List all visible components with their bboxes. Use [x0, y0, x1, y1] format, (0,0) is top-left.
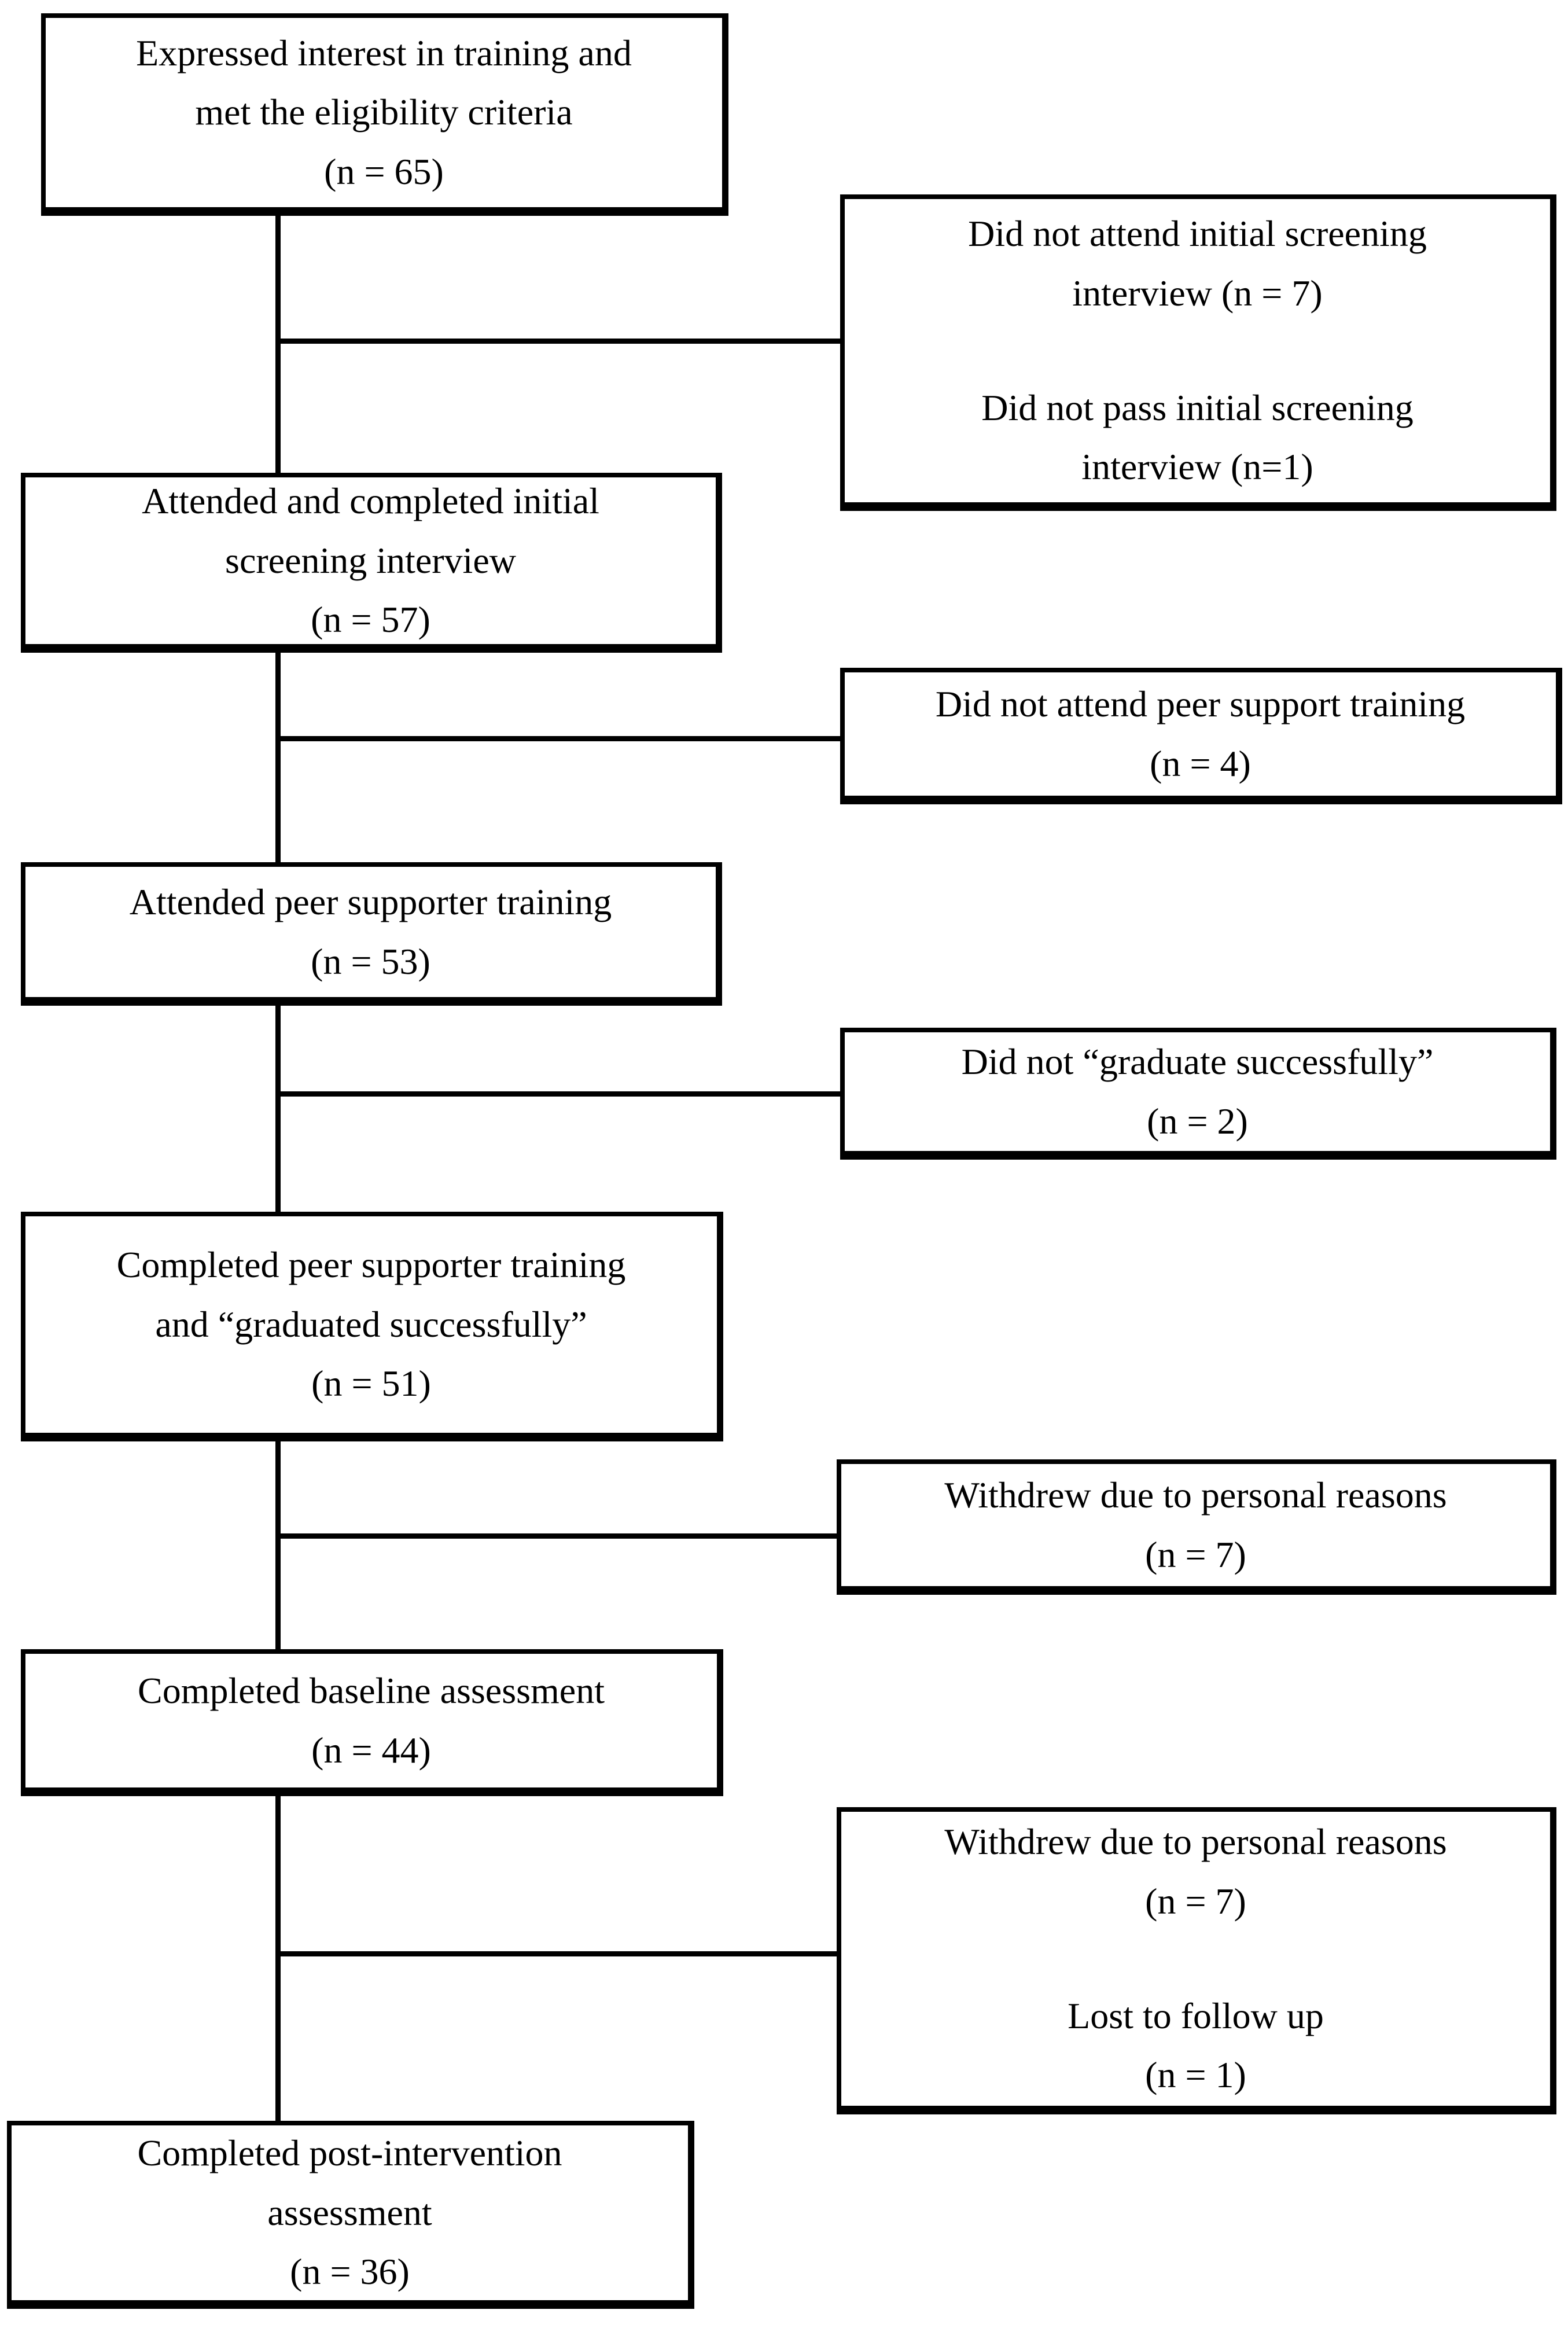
- box-text-line: (n = 36): [290, 2251, 410, 2293]
- box-baseline-assessment: Completed baseline assessment (n = 44): [21, 1649, 723, 1796]
- box-text-line: (n = 7): [1145, 1880, 1246, 1922]
- box-text-line: Withdrew due to personal reasons: [944, 1474, 1447, 1516]
- connector-h3: [275, 1091, 840, 1097]
- box-completed-training: Completed peer supporter training and “g…: [21, 1212, 723, 1441]
- box-paragraph: Lost to follow up (n = 1): [1068, 1987, 1324, 2105]
- box-text-line: (n = 44): [311, 1729, 431, 1771]
- box-text-line: Did not attend initial screening: [968, 213, 1427, 255]
- box-text-line: Did not “graduate successfully”: [961, 1041, 1434, 1083]
- connector-h1: [275, 339, 840, 344]
- connector-v2: [275, 650, 281, 865]
- box-text-line: (n = 65): [324, 150, 444, 192]
- box-text-line: (n = 57): [311, 599, 430, 641]
- box-expressed-interest: Expressed interest in training and met t…: [41, 13, 728, 216]
- box-text-line: Lost to follow up: [1068, 1995, 1324, 2036]
- box-paragraph: Attended peer supporter training (n = 53…: [130, 873, 612, 991]
- box-text-line: (n = 1): [1145, 2054, 1246, 2096]
- box-paragraph: Withdrew due to personal reasons (n = 7): [944, 1466, 1446, 1584]
- box-text-line: (n = 7): [1145, 1533, 1246, 1575]
- box-text-line: screening interview: [225, 539, 516, 581]
- box-text-line: Completed baseline assessment: [138, 1670, 605, 1712]
- box-text-line: met the eligibility criteria: [195, 91, 573, 133]
- connector-v3: [275, 1003, 281, 1214]
- box-text-line: interview (n = 7): [1072, 272, 1323, 314]
- box-text-line: Attended peer supporter training: [129, 881, 612, 923]
- box-screening-exclusions: Did not attend initial screening intervi…: [840, 194, 1556, 511]
- box-text-line: interview (n=1): [1081, 446, 1313, 488]
- connector-v4: [275, 1439, 281, 1651]
- box-paragraph: Attended and completed initial screening…: [142, 472, 599, 649]
- connector-h5: [275, 1951, 837, 1956]
- box-text-line: Completed peer supporter training: [116, 1244, 626, 1286]
- box-text-line: Attended and completed initial: [142, 480, 599, 522]
- box-paragraph: Completed post-intervention assessment (…: [137, 2124, 562, 2301]
- box-text-line: (n = 2): [1147, 1100, 1248, 1142]
- box-paragraph: Withdrew due to personal reasons (n = 7): [944, 1812, 1446, 1931]
- connector-h4: [275, 1533, 837, 1539]
- box-paragraph: Did not attend initial screening intervi…: [968, 204, 1427, 323]
- box-paragraph: Did not attend peer support training (n …: [936, 675, 1465, 793]
- box-text-line: Expressed interest in training and: [136, 32, 632, 73]
- box-text-line: (n = 51): [311, 1363, 431, 1404]
- connector-h2: [275, 736, 840, 741]
- box-text-line: (n = 53): [311, 940, 430, 982]
- box-text-line: and “graduated successfully”: [155, 1303, 587, 1345]
- box-paragraph: Completed peer supporter training and “g…: [117, 1235, 626, 1413]
- box-text-line: Did not pass initial screening: [981, 387, 1414, 428]
- connector-v5: [275, 1794, 281, 2123]
- box-no-graduation: Did not “graduate successfully” (n = 2): [840, 1028, 1556, 1160]
- box-withdrew-followup: Withdrew due to personal reasons (n = 7)…: [837, 1807, 1556, 2114]
- box-paragraph: Did not pass initial screening interview…: [981, 378, 1414, 497]
- box-withdrew-baseline: Withdrew due to personal reasons (n = 7): [837, 1459, 1556, 1595]
- box-text-line: Completed post-intervention: [137, 2132, 562, 2174]
- box-paragraph: Completed baseline assessment (n = 44): [138, 1661, 605, 1780]
- box-attended-screening: Attended and completed initial screening…: [21, 473, 722, 653]
- box-text-line: assessment: [267, 2191, 432, 2233]
- box-post-intervention: Completed post-intervention assessment (…: [7, 2121, 694, 2309]
- connector-v1: [275, 216, 281, 475]
- box-paragraph: Did not “graduate successfully” (n = 2): [962, 1032, 1434, 1151]
- box-text-line: Did not attend peer support training: [935, 683, 1466, 725]
- box-text-line: (n = 4): [1150, 742, 1251, 784]
- box-no-training-attendance: Did not attend peer support training (n …: [840, 668, 1562, 804]
- box-text-line: Withdrew due to personal reasons: [944, 1821, 1447, 1863]
- box-paragraph: Expressed interest in training and met t…: [136, 24, 632, 201]
- box-attended-training: Attended peer supporter training (n = 53…: [21, 862, 722, 1006]
